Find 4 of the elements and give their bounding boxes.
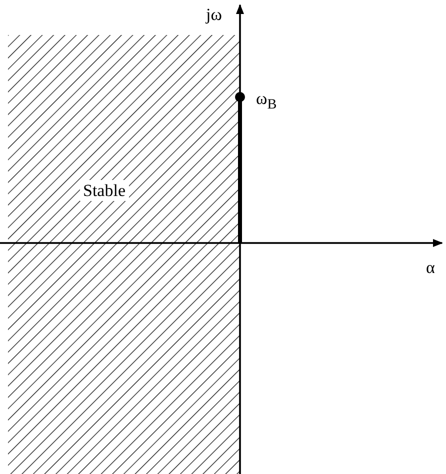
axis-label: α [426, 259, 435, 276]
point-label: ω$_{B}$ [256, 90, 277, 112]
axis-label: jω [206, 6, 222, 23]
region-label: Stable [80, 180, 128, 201]
